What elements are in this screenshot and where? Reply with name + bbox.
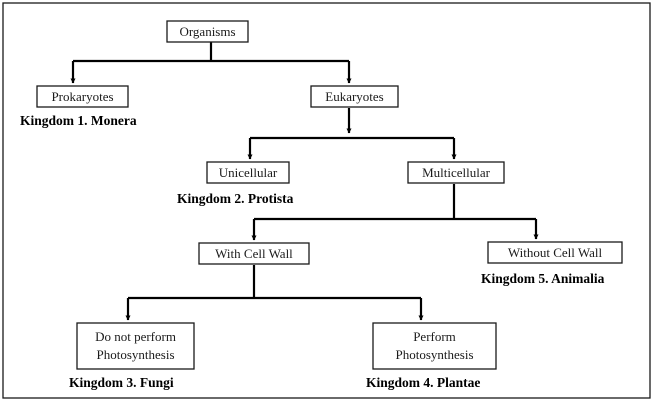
node-no-photosynthesis: Do not perform Photosynthesis <box>76 322 195 370</box>
kingdom-animalia-label: Kingdom 5. Animalia <box>481 271 605 286</box>
node-multicellular: Multicellular <box>407 161 505 184</box>
node-prokaryotes: Prokaryotes <box>36 85 129 108</box>
node-multicellular-label: Multicellular <box>422 165 491 180</box>
kingdom-protista-label: Kingdom 2. Protista <box>177 191 294 206</box>
node-with-cell-wall: With Cell Wall <box>198 242 310 265</box>
node-without-cell-wall: Without Cell Wall <box>487 241 623 264</box>
connector-multicellular <box>254 184 536 221</box>
kingdom-plantae-label: Kingdom 4. Plantae <box>366 375 480 390</box>
node-eukaryotes: Eukaryotes <box>310 85 399 108</box>
node-unicellular-label: Unicellular <box>219 165 278 180</box>
kingdom-fungi-label: Kingdom 3. Fungi <box>69 375 174 390</box>
node-prokaryotes-label: Prokaryotes <box>51 89 113 104</box>
node-no-photosynthesis-line1: Do not perform <box>95 329 176 344</box>
node-photosynthesis-line2: Photosynthesis <box>395 347 473 362</box>
node-organisms: Organisms <box>166 20 249 43</box>
node-eukaryotes-label: Eukaryotes <box>325 89 383 104</box>
connectors <box>70 42 539 321</box>
node-with-cell-wall-label: With Cell Wall <box>215 246 293 261</box>
node-no-photosynthesis-line2: Photosynthesis <box>96 347 174 362</box>
node-photosynthesis: Perform Photosynthesis <box>372 322 497 370</box>
node-without-cell-wall-label: Without Cell Wall <box>508 245 603 260</box>
connector-organisms <box>73 42 349 63</box>
connector-with-cell-wall <box>128 265 421 300</box>
node-photosynthesis-line1: Perform <box>413 329 456 344</box>
node-organisms-label: Organisms <box>179 24 235 39</box>
kingdom-monera-label: Kingdom 1. Monera <box>20 113 137 128</box>
node-unicellular: Unicellular <box>206 161 290 184</box>
